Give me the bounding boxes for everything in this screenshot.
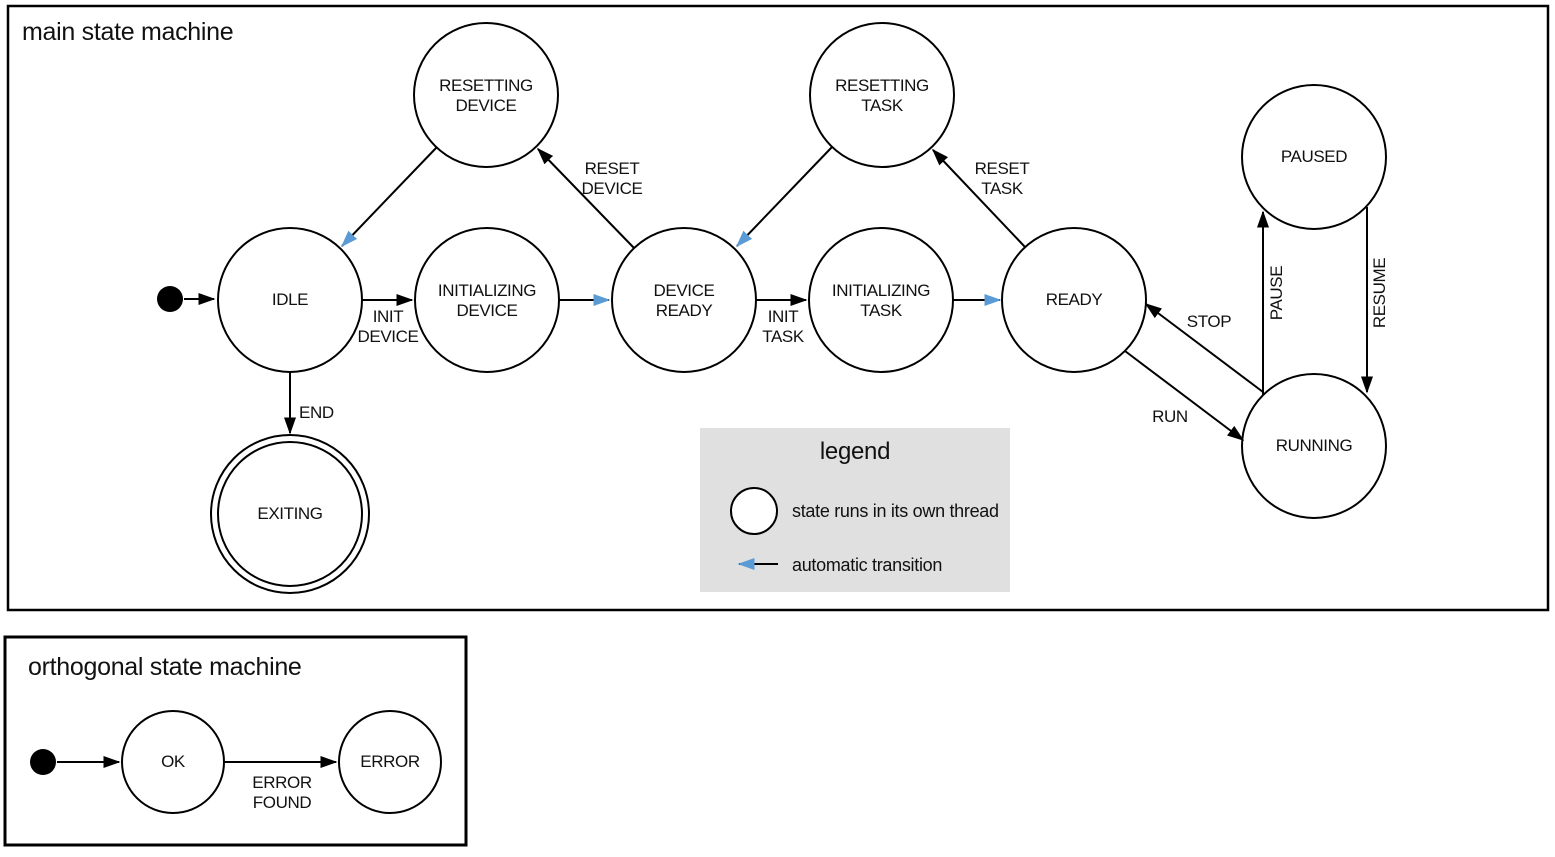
state-resetting-task-label: TASK	[861, 96, 904, 115]
orthogonal-initial-state-dot	[30, 749, 56, 775]
transition-run	[1124, 350, 1245, 441]
legend-threaded-state-label: state runs in its own thread	[792, 501, 999, 521]
auto-transition-resetting-task-to-device-ready	[735, 146, 833, 248]
state-idle-label: IDLE	[272, 290, 308, 309]
transition-reset-device	[536, 147, 635, 249]
transition-init-device-label: DEVICE	[358, 327, 419, 346]
transition-stop-label: STOP	[1187, 312, 1231, 331]
state-ready-circle	[1001, 227, 1147, 373]
transition-init-task-label: INIT	[768, 307, 799, 326]
state-error-label: ERROR	[360, 752, 420, 771]
state-paused-label: PAUSED	[1281, 147, 1347, 166]
state-resetting-device-circle	[413, 22, 559, 168]
state-resetting-task-label: RESETTING	[835, 76, 929, 95]
state-device-ready-label: READY	[656, 301, 713, 320]
transition-reset-task-label: RESET	[975, 159, 1030, 178]
transition-init-task-label: TASK	[762, 327, 805, 346]
transition-end-label: END	[299, 403, 334, 422]
transition-reset-device-label: DEVICE	[582, 179, 643, 198]
state-exiting-label: EXITING	[257, 504, 322, 523]
legend-threaded-state-icon	[730, 487, 778, 535]
state-initializing-device-label: DEVICE	[457, 301, 518, 320]
state-initializing-task-circle	[808, 227, 954, 373]
state-initializing-device-circle	[414, 227, 560, 373]
transition-run-label: RUN	[1152, 407, 1188, 426]
state-running-circle	[1241, 373, 1387, 519]
transition-resume-label: RESUME	[1370, 258, 1389, 328]
state-resetting-device-label: RESETTING	[439, 76, 533, 95]
transition-reset-device-label: RESET	[585, 159, 640, 178]
state-resetting-task-circle	[809, 22, 955, 168]
transition-pause-label: PAUSE	[1267, 266, 1286, 320]
state-initializing-task-label: INITIALIZING	[832, 281, 930, 300]
transition-stop	[1144, 303, 1264, 393]
state-ready-label: READY	[1046, 290, 1103, 309]
transition-reset-task-label: TASK	[981, 179, 1024, 198]
state-initializing-task-label: TASK	[860, 301, 903, 320]
state-error-circle	[338, 710, 442, 814]
legend-title: legend	[820, 438, 890, 465]
main-machine-panel	[6, 4, 1550, 612]
orthogonal-machine-panel	[3, 635, 468, 847]
auto-transition-resetting-device-to-idle	[340, 146, 438, 248]
state-exiting-circle	[217, 441, 363, 587]
state-device-ready-circle	[611, 227, 757, 373]
state-device-ready-label: DEVICE	[654, 281, 715, 300]
transition-reset-task	[931, 148, 1026, 248]
state-resetting-device-label: DEVICE	[456, 96, 517, 115]
state-initializing-device-label: INITIALIZING	[438, 281, 536, 300]
transition-init-device-label: INIT	[373, 307, 404, 326]
state-paused-circle	[1241, 84, 1387, 230]
main-machine-title: main state machine	[22, 18, 233, 46]
initial-state-dot	[157, 286, 183, 312]
state-ok-label: OK	[161, 752, 186, 771]
state-running-label: RUNNING	[1276, 436, 1353, 455]
transition-error-found-label: ERROR	[252, 773, 312, 792]
transition-error-found-label: FOUND	[253, 793, 312, 812]
legend-automatic-transition-label: automatic transition	[792, 555, 942, 575]
orthogonal-machine-title: orthogonal state machine	[28, 653, 302, 681]
